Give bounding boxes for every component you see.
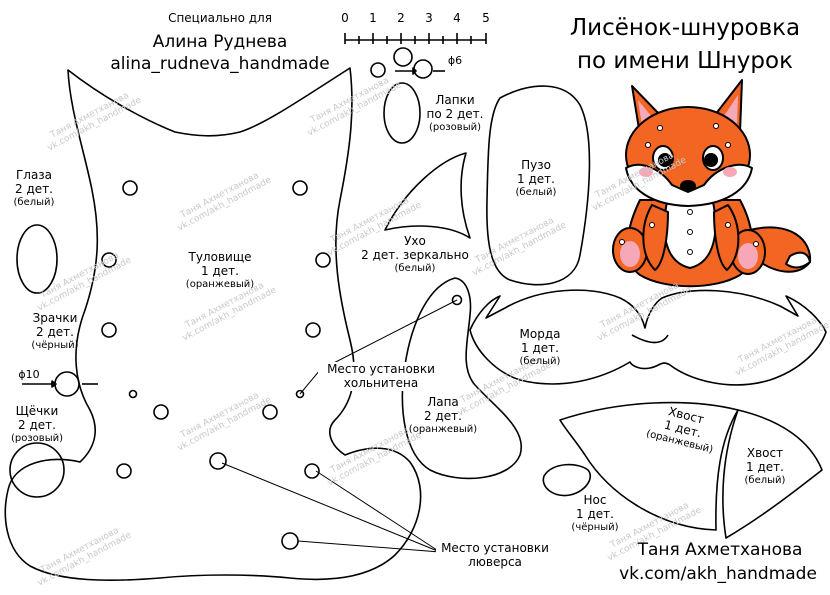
scale-ruler [344, 33, 487, 44]
ruler-tick-label: 3 [425, 11, 433, 25]
belly-piece-outline [486, 85, 591, 286]
small-paws-piece-label: Лапки по 2 дет. (розовый) [426, 93, 484, 133]
fox-illustration [612, 79, 812, 288]
diameter-small-label: ϕ6 [447, 54, 463, 67]
author-link[interactable]: vk.com/akh_handmade [619, 564, 817, 584]
tail-white-piece-outline [722, 409, 823, 539]
diameter-large-label: ϕ10 [18, 368, 40, 381]
muzzle-piece-label: Морда 1 дет. (белый) [519, 327, 561, 367]
tail-orange-piece-outline [559, 401, 739, 531]
paw-pad-piece-outline [383, 82, 421, 144]
small-circle-piece [393, 47, 413, 67]
ruler-tick-label: 5 [482, 11, 490, 25]
small-circle-piece [370, 62, 386, 78]
pupil-size-circle [54, 371, 80, 397]
page-title: Лисёнок-шнуровка [569, 15, 801, 41]
body-lacing-holes [101, 180, 331, 550]
recipient-name: Алина Руднева [152, 32, 288, 52]
nose-piece-label: Нос 1 дет. (чёрный) [571, 493, 619, 533]
ear-piece-label: Ухо 2 дет. зеркально (белый) [361, 234, 469, 274]
ruler-tick-label: 2 [397, 11, 405, 25]
small-paw-piece-outline [413, 59, 433, 79]
ruler-tick-label: 1 [369, 11, 377, 25]
paw-piece-label: Лапа 2 дет. (оранжевый) [408, 395, 478, 435]
fox-arm-left [642, 204, 669, 271]
ruler-tick-label: 4 [453, 11, 461, 25]
author-name: Таня Ахметханова [637, 540, 803, 560]
recipient-handle: alina_rudneva_handmade [110, 54, 330, 74]
eye-piece-outline [16, 224, 58, 294]
dedication-label: Специально для [168, 11, 272, 25]
fox-muzzle [625, 163, 753, 207]
belly-piece-label: Пузо 1 дет. (белый) [515, 158, 557, 198]
annotation-leaders [221, 299, 458, 553]
pupils-piece-label: Зрачки 2 дет. (чёрный) [31, 311, 79, 351]
cheek-piece-outline [9, 442, 65, 498]
ruler-tick-label: 0 [341, 11, 349, 25]
page-subtitle: по имени Шнурок [577, 48, 793, 74]
holniten-annotation: Место установки хольнитена [318, 362, 444, 391]
nose-piece-outline [542, 463, 592, 497]
body-piece-outline [4, 67, 422, 582]
eyes-piece-label: Глаза 2 дет. (белый) [13, 168, 55, 208]
body-piece-label: Туловище 1 дет. (оранжевый) [185, 250, 255, 290]
muzzle-piece-outline [469, 289, 827, 386]
fox-arm-right [713, 204, 740, 271]
tail-white-piece-label: Хвост 1 дет. (белый) [744, 446, 786, 486]
ear-piece-outline [384, 152, 471, 239]
luvers-annotation: Место установки люверса [436, 541, 554, 570]
cheeks-piece-label: Щёчки 2 дет. (розовый) [11, 404, 63, 444]
